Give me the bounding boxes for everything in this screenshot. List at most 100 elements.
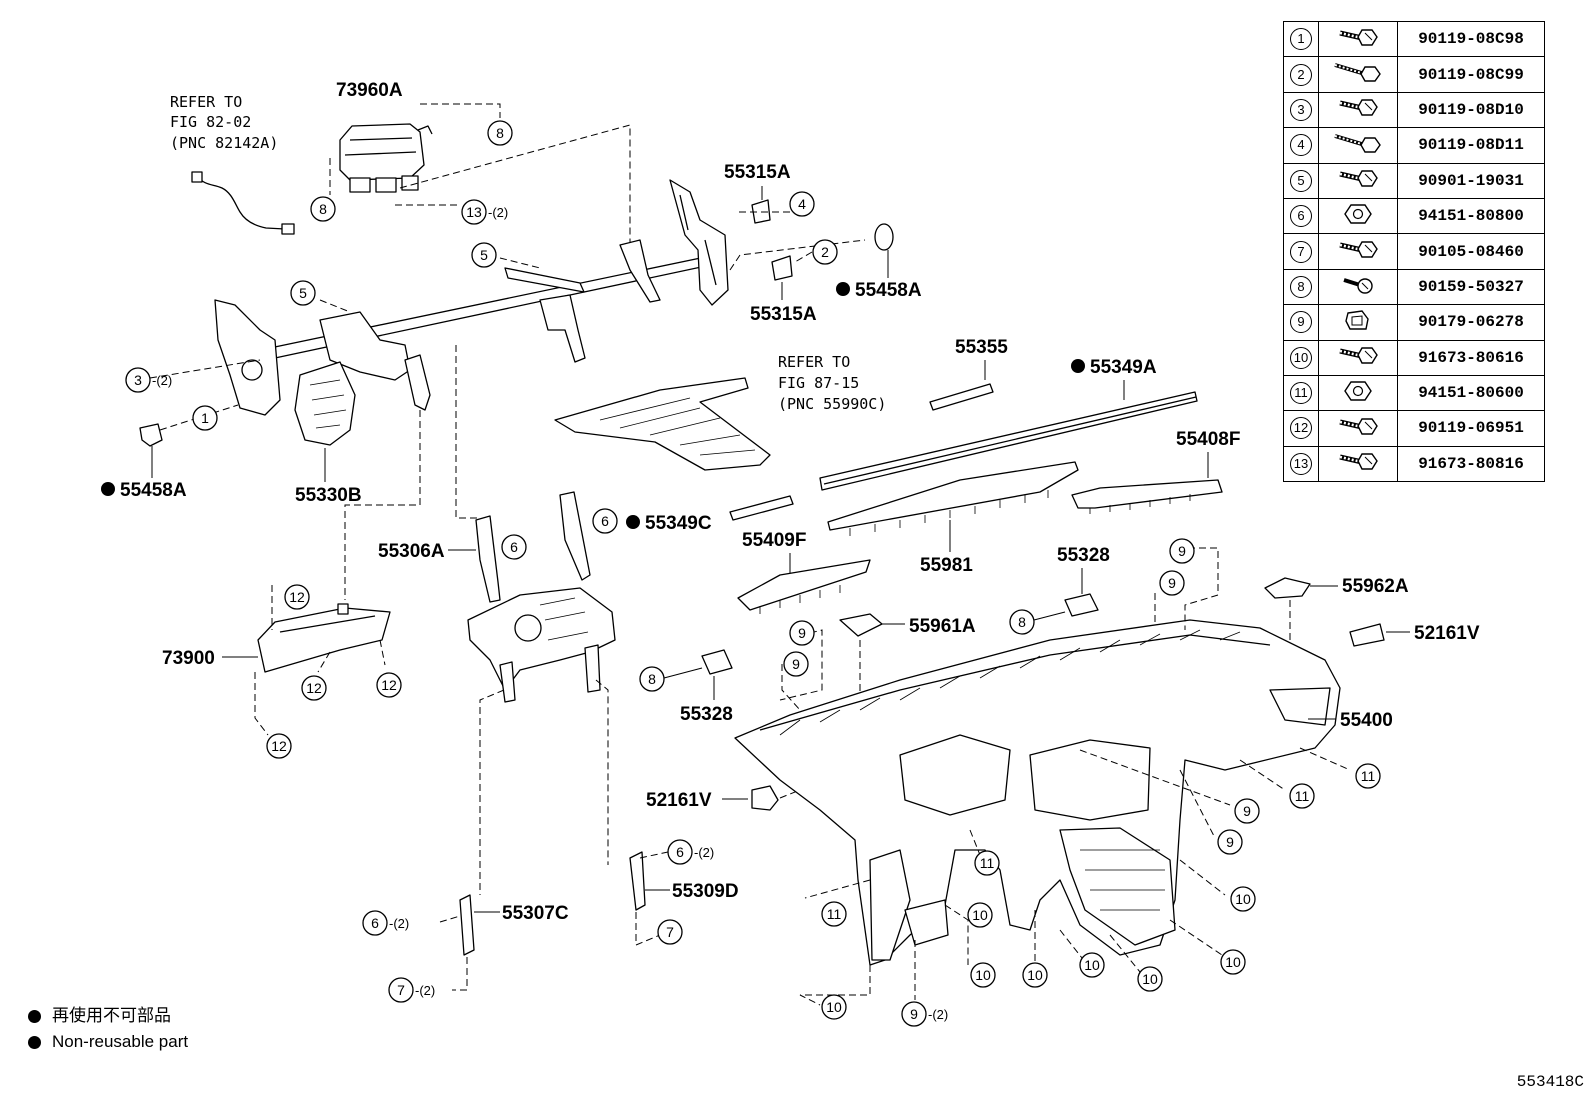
callout-8[interactable]: 8 xyxy=(1009,609,1035,635)
callout-12[interactable]: 12 xyxy=(284,584,310,610)
callout-10[interactable]: 10 xyxy=(967,902,993,928)
callout-6[interactable]: 6-(2) xyxy=(667,839,714,865)
callout-10[interactable]: 10 xyxy=(1022,962,1048,988)
callout-10[interactable]: 10 xyxy=(1230,886,1256,912)
callout-12[interactable]: 12 xyxy=(266,733,292,759)
part-55307C-bracket[interactable] xyxy=(459,894,475,956)
part-55962A-speaker-grille-right[interactable] xyxy=(1264,577,1311,599)
callout-8[interactable]: 8 xyxy=(310,196,336,222)
part-55328-bracket-right[interactable] xyxy=(1064,593,1099,617)
part-55355-strip[interactable] xyxy=(929,383,994,411)
callout-10[interactable]: 10 xyxy=(1079,952,1105,978)
callout-9[interactable]: 9 xyxy=(1159,570,1185,596)
callout-9[interactable]: 9 xyxy=(1234,798,1260,824)
part-55349C-strip[interactable] xyxy=(729,495,794,521)
leader-dash xyxy=(499,257,541,269)
callout-9[interactable]: 9 xyxy=(1217,829,1243,855)
callout-11[interactable]: 11 xyxy=(1289,783,1315,809)
callout-7[interactable]: 7-(2) xyxy=(388,977,435,1003)
callout-8[interactable]: 8 xyxy=(639,666,665,692)
part-55961A-speaker-grille-left[interactable] xyxy=(839,613,883,637)
callout-8[interactable]: 8 xyxy=(487,120,513,146)
part-55458A-cap-left[interactable] xyxy=(139,423,163,447)
part-55400-instrument-panel[interactable] xyxy=(734,619,1341,966)
callout-10[interactable]: 10 xyxy=(970,962,996,988)
fastener-part-number: 90119-08C99 xyxy=(1397,56,1545,93)
defroster-clips xyxy=(849,490,1049,536)
callout-10[interactable]: 10 xyxy=(1220,949,1246,975)
legend-text-japanese: 再使用不可部品 xyxy=(52,1006,171,1025)
callout-1[interactable]: 1 xyxy=(192,405,218,431)
part-52161V-clip-right[interactable] xyxy=(1349,623,1385,647)
callout-9[interactable]: 9 xyxy=(1169,538,1195,564)
callout-12[interactable]: 12 xyxy=(301,675,327,701)
callout-12[interactable]: 12 xyxy=(376,672,402,698)
hex-flange-bolt-icon xyxy=(1318,91,1398,129)
fastener-part-number: 94151-80800 xyxy=(1397,197,1545,235)
callout-6[interactable]: 6 xyxy=(592,508,618,534)
fastener-row[interactable]: 3 90119-08D10 xyxy=(1283,91,1545,129)
svg-text:7: 7 xyxy=(666,924,674,940)
weatherstrip-groove xyxy=(823,396,1197,485)
fastener-row[interactable]: 2 90119-08C99 xyxy=(1283,56,1545,93)
part-52161V-clip-left[interactable] xyxy=(751,785,779,811)
fastener-index-cell: 3 xyxy=(1283,91,1319,129)
fastener-part-number: 90119-08D11 xyxy=(1397,127,1545,164)
label-52161V-right: 52161V xyxy=(1414,623,1480,644)
fastener-index-cell: 2 xyxy=(1283,56,1319,93)
long-hex-bolt-icon xyxy=(1318,127,1398,164)
svg-text:8: 8 xyxy=(1018,614,1026,630)
fastener-part-number: 90119-08D10 xyxy=(1397,91,1545,129)
part-55315A-clamp-bottom[interactable] xyxy=(771,255,793,281)
callout-9[interactable]: 9-(2) xyxy=(901,1001,948,1027)
fastener-index-cell: 13 xyxy=(1283,445,1319,483)
callout-7[interactable]: 7 xyxy=(657,919,683,945)
callout-3[interactable]: 3-(2) xyxy=(125,367,172,393)
reference-note-fig-87-15[interactable]: REFER TO FIG 87-15 (PNC 55990C) xyxy=(778,353,886,413)
callout-11[interactable]: 11 xyxy=(974,850,1000,876)
part-73960A-airbag-module[interactable] xyxy=(339,123,433,193)
callout-6[interactable]: 6-(2) xyxy=(362,910,409,936)
part-55458A-cap-right[interactable] xyxy=(874,223,894,251)
leader-dash xyxy=(1179,859,1226,896)
reference-note-fig-82-02[interactable]: REFER TO FIG 82-02 (PNC 82142A) xyxy=(170,93,278,152)
part-73900-panel[interactable] xyxy=(257,603,391,673)
callout-6[interactable]: 6 xyxy=(501,534,527,560)
fastener-index: 2 xyxy=(1290,63,1312,86)
callout-13[interactable]: 13-(2) xyxy=(461,199,508,225)
part-55408F-garnish-right[interactable] xyxy=(1071,479,1223,509)
callout-10[interactable]: 10 xyxy=(821,994,847,1020)
callout-9[interactable]: 9 xyxy=(783,651,809,677)
leader-dash xyxy=(1169,919,1223,956)
callout-11[interactable]: 11 xyxy=(821,901,847,927)
callout-10[interactable]: 10 xyxy=(1137,966,1163,992)
callout-4[interactable]: 4 xyxy=(789,191,815,217)
part-55306A-center-brace[interactable] xyxy=(467,491,616,703)
part-55309D-bracket[interactable] xyxy=(629,851,646,911)
leader-dash xyxy=(781,664,801,711)
part-55328-bracket-left[interactable] xyxy=(701,649,733,675)
callout-9[interactable]: 9 xyxy=(789,620,815,646)
callout-5[interactable]: 5 xyxy=(471,242,497,268)
callout-2[interactable]: 2 xyxy=(812,239,838,265)
svg-text:11: 11 xyxy=(827,906,842,922)
callout-11[interactable]: 11 xyxy=(1355,763,1381,789)
part-instrument-panel-reinforcement[interactable] xyxy=(214,179,729,446)
part-55981-defroster-panel[interactable] xyxy=(827,461,1079,531)
callout-5[interactable]: 5 xyxy=(290,280,316,306)
svg-text:11: 11 xyxy=(980,855,995,871)
part-55409F-garnish-left[interactable] xyxy=(737,559,871,611)
svg-text:3: 3 xyxy=(134,372,142,388)
garnish-clips xyxy=(1089,494,1191,514)
